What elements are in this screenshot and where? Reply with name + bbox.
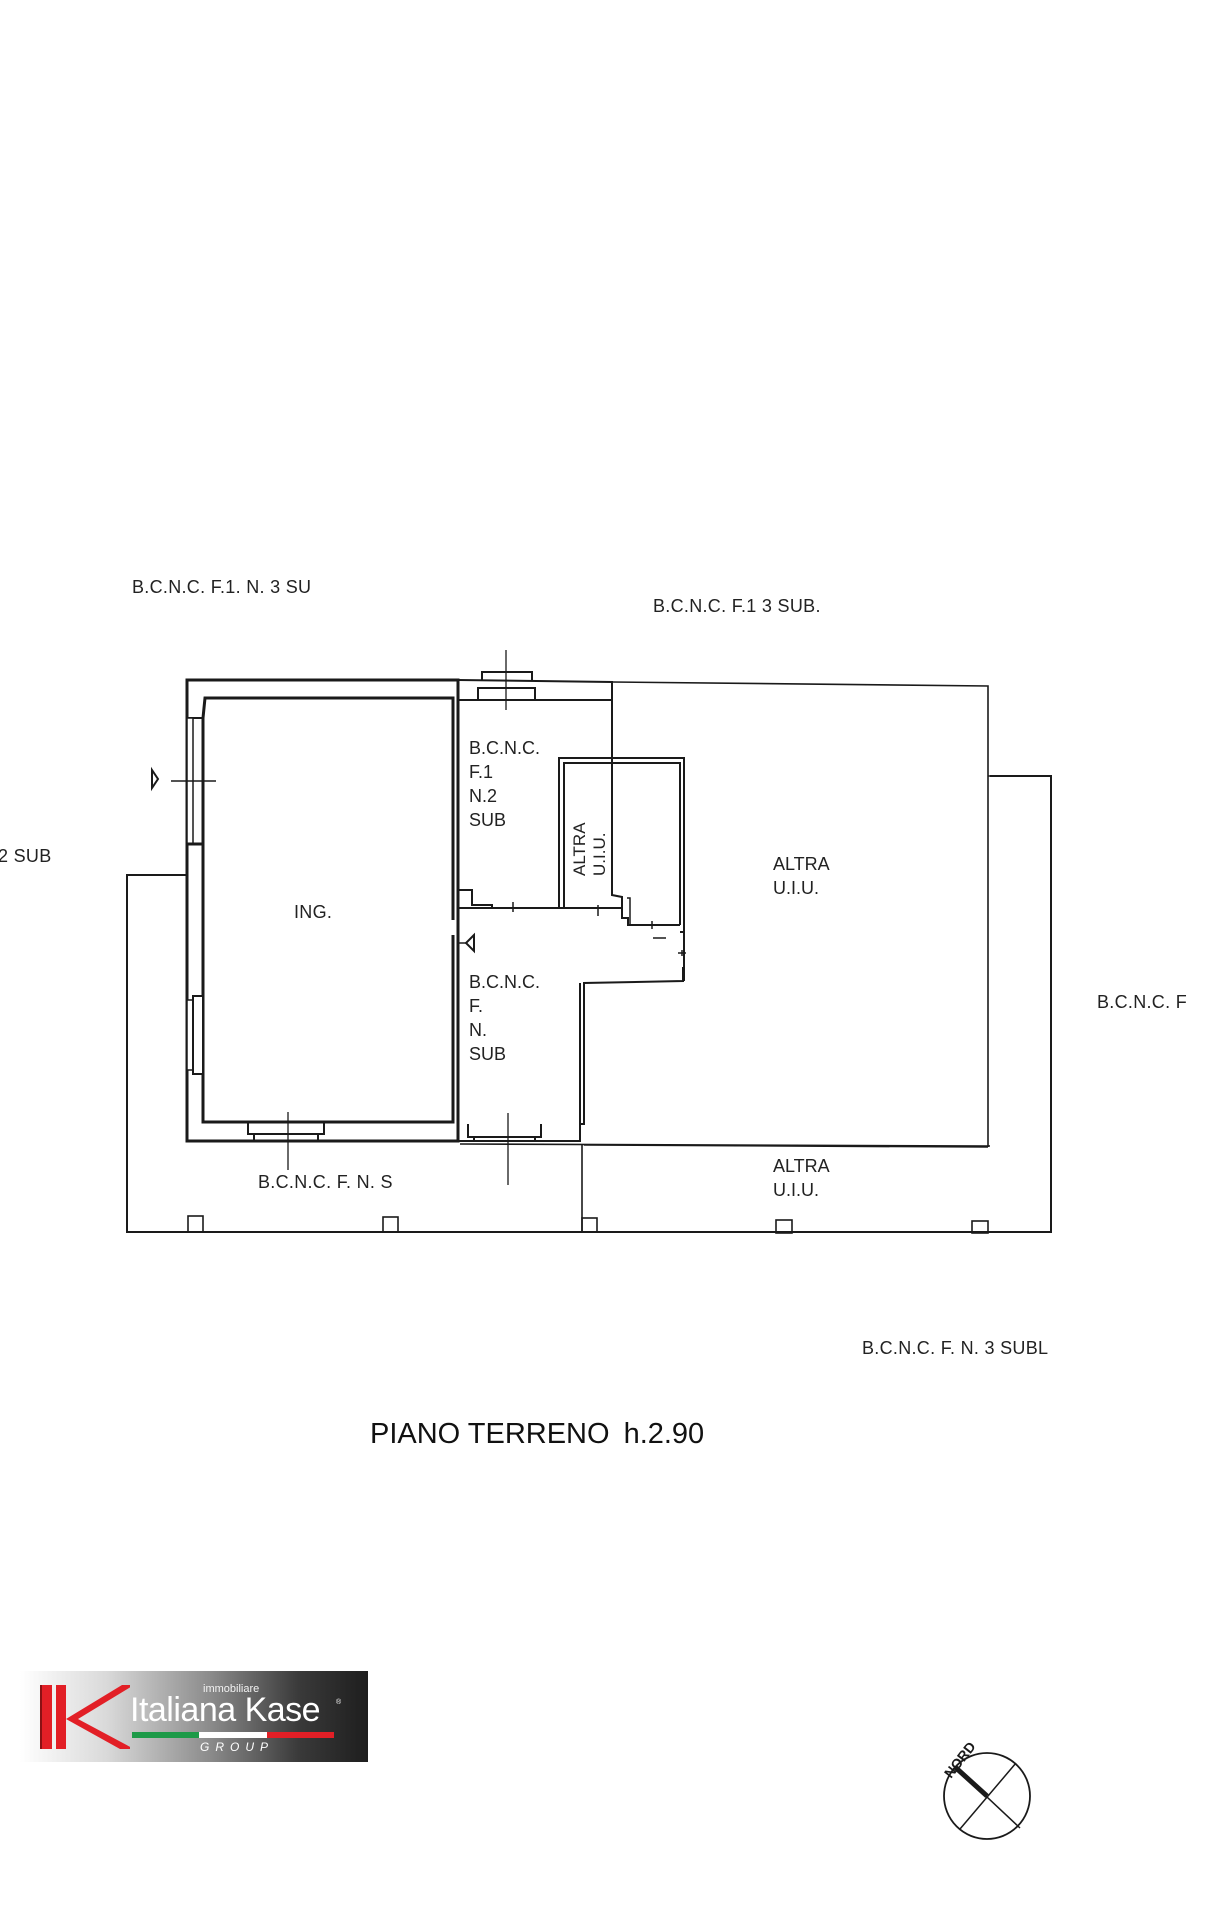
plan-height: h.2.90: [623, 1418, 705, 1450]
corridor-partition: [458, 889, 622, 909]
label-bcnc-right: B.C.N.C. F: [1097, 992, 1188, 1012]
label-bcnc-top-left: B.C.N.C. F.1. N. 3 SU: [132, 577, 312, 597]
main-inner-wall: [201, 696, 455, 920]
column-marker: [187, 1215, 204, 1233]
bcnc-upper-line-1: B.C.N.C.: [469, 738, 541, 758]
altra-small-line-1: ALTRA: [570, 822, 589, 876]
entrance-arrow-west: [151, 766, 160, 792]
north-compass-icon: NORD: [941, 1739, 1031, 1840]
column-marker: [775, 1219, 793, 1234]
plan-title-text: PIANO TERRENO: [370, 1418, 610, 1450]
logo-name: Italiana Kase: [130, 1691, 321, 1729]
altra-bottom-line-1: ALTRA: [773, 1156, 830, 1176]
bcnc-lower-line-1: B.C.N.C.: [469, 972, 541, 992]
room-label-altra-large: ALTRA U.I.U.: [773, 852, 830, 900]
label-bcnc-bottom-right: B.C.N.C. F. N. 3 SUBL: [862, 1338, 1049, 1358]
room-label-altra-small: ALTRA U.I.U.: [570, 822, 610, 876]
entrance-arrow-internal: [464, 932, 475, 954]
bcnc-lower-line-2: F.: [469, 996, 484, 1016]
room-label-altra-bottom: ALTRA U.I.U.: [773, 1154, 830, 1202]
south-door-bcnc: [467, 1124, 542, 1141]
ik-logo-icon: [40, 1685, 130, 1749]
column-marker: [382, 1216, 399, 1233]
column-marker: [581, 1217, 598, 1233]
logo-registered: ®: [336, 1699, 342, 1706]
room-label-ing: ING.: [294, 902, 333, 922]
label-sub-left: 2 SUB: [0, 846, 52, 866]
column-marker: [971, 1220, 989, 1234]
altra-bottom-line-2: U.I.U.: [773, 1180, 820, 1200]
bcnc-lower-line-3: N.: [469, 1020, 487, 1040]
altra-large-line-1: ALTRA: [773, 854, 830, 874]
room-label-bcnc-upper: B.C.N.C. F.1 N.2 SUB: [469, 736, 540, 832]
logo-subtitle: immobiliare: [203, 1683, 260, 1695]
label-bcnc-bottom-inner: B.C.N.C. F. N. S: [258, 1172, 393, 1192]
bcnc-lower-line-4: SUB: [469, 1044, 507, 1064]
label-bcnc-top-right: B.C.N.C. F.1 3 SUB.: [653, 596, 821, 616]
bcnc-upper-line-3: N.2: [469, 786, 498, 806]
south-window: [247, 1122, 325, 1141]
altra-small-block: [558, 757, 685, 933]
logo-group: GROUP: [200, 1740, 275, 1754]
room-label-bcnc-lower: B.C.N.C. F. N. SUB: [469, 970, 540, 1066]
italian-flag-stripe: [132, 1732, 334, 1738]
bcnc-upper-line-4: SUB: [469, 810, 507, 830]
bcnc-upper-line-2: F.1: [469, 762, 494, 782]
plan-title: PIANO TERRENO h.2.90: [370, 1418, 704, 1451]
altra-small-line-2: U.I.U.: [590, 832, 609, 876]
altra-large-line-2: U.I.U.: [773, 878, 820, 898]
main-inner-wall-bottom: [201, 718, 455, 1124]
italiana-kase-logo: immobiliare Italiana Kase ® GROUP: [20, 1671, 368, 1762]
altra-large-block: [583, 681, 989, 1148]
